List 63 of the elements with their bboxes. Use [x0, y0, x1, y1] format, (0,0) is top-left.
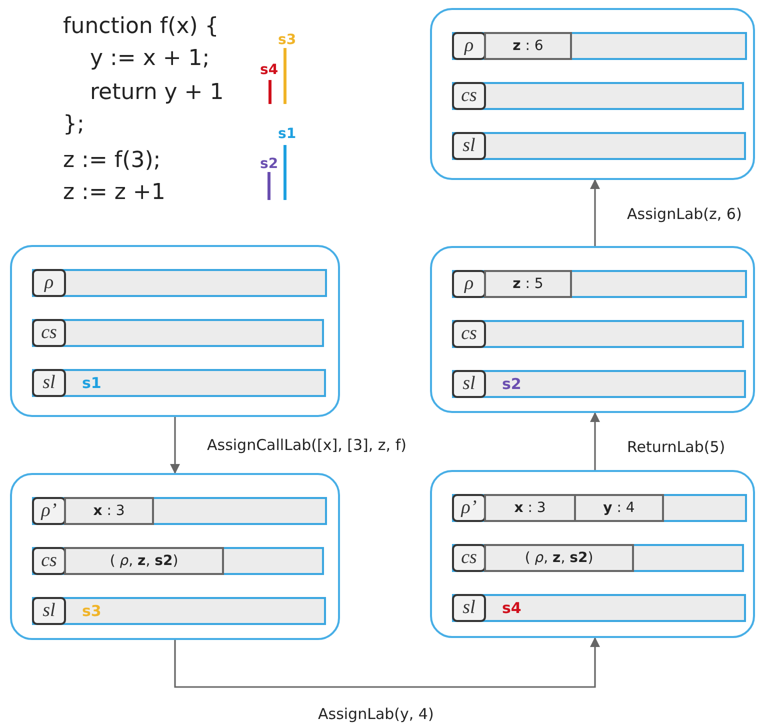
field-tag: sl — [32, 369, 66, 397]
field-tag: ρ’ — [32, 497, 66, 525]
field-bar — [452, 544, 744, 572]
field-bar — [452, 270, 747, 298]
value-cell: ( ρ, z, s2) — [64, 547, 224, 575]
value-cell: z : 6 — [484, 32, 572, 60]
field-tag: ρ — [452, 270, 486, 298]
field-bar — [452, 320, 744, 348]
edge-label: AssignLab(z, 6) — [625, 205, 744, 223]
field-tag: cs — [452, 320, 486, 348]
statement-label: s4 — [501, 598, 522, 619]
statement-label: s2 — [260, 156, 278, 172]
code-line: return y + 1 — [90, 82, 224, 104]
edge-label: AssignLab(y, 4) — [316, 705, 436, 723]
field-bar — [32, 369, 326, 397]
code-line: y := x + 1; — [90, 48, 210, 70]
field-bar — [452, 594, 746, 622]
field-bar — [32, 547, 324, 575]
field-tag: ρ’ — [452, 494, 486, 522]
value-cell: x : 3 — [484, 494, 576, 522]
value-cell: x : 3 — [64, 497, 154, 525]
value-cell: ( ρ, z, s2) — [484, 544, 634, 572]
state-box — [430, 246, 755, 413]
edge-label: AssignCallLab([x], [3], z, f) — [205, 436, 408, 454]
arrow — [590, 179, 600, 246]
field-tag: sl — [452, 370, 486, 398]
arrow — [174, 637, 600, 688]
field-bar — [452, 370, 746, 398]
field-bar — [32, 269, 327, 297]
state-box — [10, 473, 340, 640]
field-tag: sl — [452, 594, 486, 622]
field-bar — [452, 132, 746, 160]
code-line: function f(x) { — [63, 16, 219, 38]
field-tag: ρ — [452, 32, 486, 60]
statement-label: s2 — [501, 374, 522, 395]
field-tag: sl — [32, 597, 66, 625]
field-bar — [452, 494, 747, 522]
value-cell: z : 5 — [484, 270, 572, 298]
arrow — [170, 417, 180, 474]
statement-label: s1 — [278, 126, 296, 142]
state-box — [430, 470, 755, 638]
state-box — [10, 245, 340, 417]
field-tag: sl — [452, 132, 486, 160]
code-line: z := z +1 — [63, 182, 166, 204]
arrow — [590, 412, 600, 470]
code-line: z := f(3); — [63, 150, 161, 172]
statement-label: s4 — [260, 62, 278, 78]
statement-label: s1 — [81, 373, 102, 394]
field-bar — [32, 319, 324, 347]
field-tag: cs — [452, 544, 486, 572]
state-box — [430, 8, 755, 180]
field-bar — [452, 32, 747, 60]
field-tag: cs — [32, 547, 66, 575]
field-tag: cs — [452, 82, 486, 110]
field-tag: ρ — [32, 269, 66, 297]
value-cell: y : 4 — [574, 494, 664, 522]
field-bar — [452, 82, 744, 110]
field-bar — [32, 597, 326, 625]
field-tag: cs — [32, 319, 66, 347]
statement-label: s3 — [81, 601, 102, 622]
statement-label: s3 — [278, 32, 296, 48]
code-line: }; — [63, 114, 84, 136]
field-bar — [32, 497, 327, 525]
